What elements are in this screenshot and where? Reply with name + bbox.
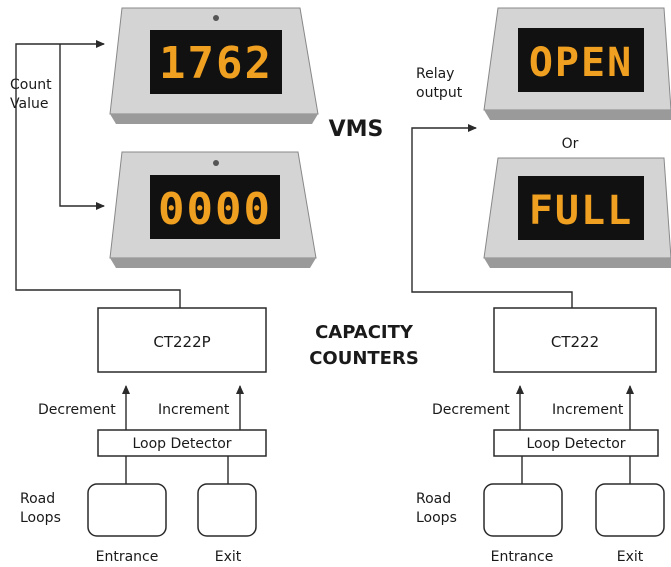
capacity-label-line1: CAPACITY [315,322,414,343]
vms-sign-count-bottom: 0000 [109,151,317,268]
road-loop-exit-right [595,483,665,537]
vms-sign-count-top: 1762 [109,7,319,124]
arrow-to-bottom-sign [59,44,105,210]
exit-label-right: Exit [617,549,644,565]
count-value-label-line2: Value [10,96,48,112]
exit-label-left: Exit [215,549,242,565]
vms-sign-open: OPEN [483,7,671,120]
decrement-label-left: Decrement [38,402,116,418]
road-loop-entrance-left [87,483,167,537]
decrement-label-right: Decrement [432,402,510,418]
relay-output-label-line1: Relay [416,66,454,82]
road-loops-label-right-line2: Loops [416,510,457,526]
road-loops-label-left-line1: Road [20,491,55,507]
loop-detector-box-left [97,429,267,457]
vms-sign-full: FULL [483,157,671,268]
count-value-label-line1: Count [10,77,52,93]
loop-detector-label-right: Loop Detector [526,436,625,452]
display-count-value: 1762 [159,38,273,89]
counter-label-ct222p: CT222P [153,333,210,351]
capacity-label-line2: COUNTERS [309,348,419,369]
display-full: FULL [529,188,633,234]
connector-relay-output [411,124,573,308]
road-loops-label-left-line2: Loops [20,510,61,526]
entrance-label-left: Entrance [96,549,159,565]
relay-output-label-line2: output [416,85,463,101]
counter-box-ct222 [493,307,657,373]
road-loops-label-right-line1: Road [416,491,451,507]
increment-label-left: Increment [158,402,230,418]
vms-title: VMS [329,117,384,142]
increment-label-right: Increment [552,402,624,418]
entrance-label-right: Entrance [491,549,554,565]
display-open: OPEN [529,40,633,86]
counter-box-ct222p [97,307,267,373]
road-loop-entrance-right [483,483,563,537]
or-label: Or [562,136,579,152]
road-loop-exit-left [197,483,257,537]
loop-detector-box-right [493,429,659,457]
display-count-zero: 0000 [158,184,272,235]
counter-label-ct222: CT222 [551,333,599,351]
loop-detector-label-left: Loop Detector [132,436,231,452]
connector-left-feed [15,43,181,308]
